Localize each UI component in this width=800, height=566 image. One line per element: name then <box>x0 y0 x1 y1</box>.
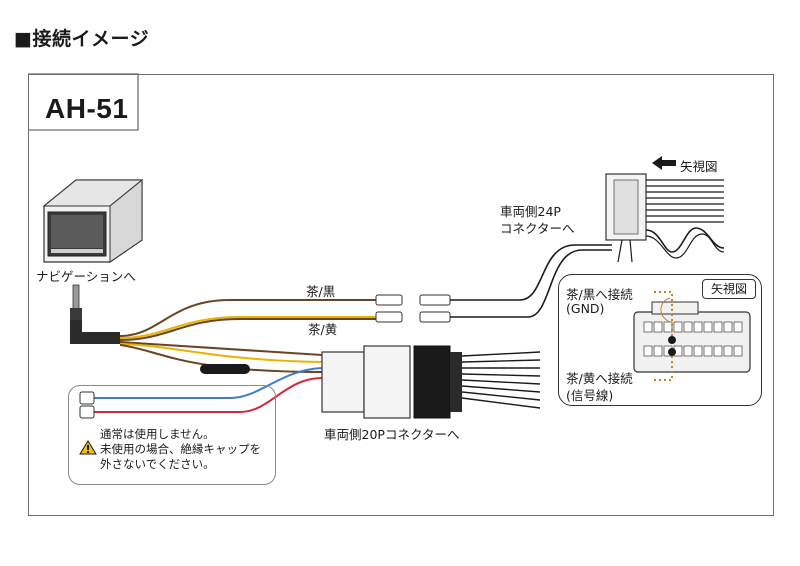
label-car-24p-line2: コネクターへ <box>500 221 575 236</box>
note-line2: 未使用の場合、絶縁キャップを <box>100 442 261 456</box>
label-brown-yellow: 茶/黄 <box>308 322 338 337</box>
arrow-view-panel <box>558 274 762 406</box>
mini-plug-icon <box>70 284 120 344</box>
label-signal-line2: (信号線) <box>566 388 614 403</box>
inline-fuse <box>200 364 250 374</box>
20p-connector-icon <box>321 345 541 419</box>
arrow-view-tag: 矢視図 <box>702 279 756 299</box>
brown-black-wire <box>119 299 378 337</box>
model-number: AH-51 <box>45 93 129 124</box>
model-tab-outline <box>28 73 139 131</box>
connector-face-icon <box>633 301 751 373</box>
label-gnd-line1: 茶/黒へ接続 <box>566 287 633 302</box>
label-brown-black: 茶/黒 <box>306 284 336 299</box>
note-text: 通常は使用しません。 未使用の場合、絶縁キャップを 外さないでください。 <box>78 427 261 472</box>
arrow-left-icon <box>652 156 676 170</box>
warning-icon <box>79 440 97 455</box>
diagram-frame <box>28 74 774 516</box>
section-heading: ■接続イメージ <box>14 28 150 50</box>
note-line1: 通常は使用しません。 <box>100 427 215 441</box>
spade-terminals <box>79 294 451 419</box>
label-gnd-line2: (GND) <box>566 301 605 316</box>
pin-leader-lines <box>654 291 673 381</box>
label-navigation: ナビゲーションへ <box>36 269 136 284</box>
brown-yellow-wire-brown <box>119 318 378 341</box>
pin-callout-outline <box>660 297 671 323</box>
label-signal-line1: 茶/黄へ接続 <box>566 371 633 386</box>
label-car-20p: 車両側20Pコネクターへ <box>324 427 460 442</box>
24p-connector-icon <box>605 173 725 263</box>
note-line3: 外さないでください。 <box>100 457 215 471</box>
brown-yellow-wire-yellow <box>119 316 378 339</box>
label-car-24p-line1: 車両側24P <box>500 204 561 219</box>
navigation-unit-icon <box>42 178 144 263</box>
label-arrow-view: 矢視図 <box>680 159 718 174</box>
note-box <box>68 385 276 485</box>
